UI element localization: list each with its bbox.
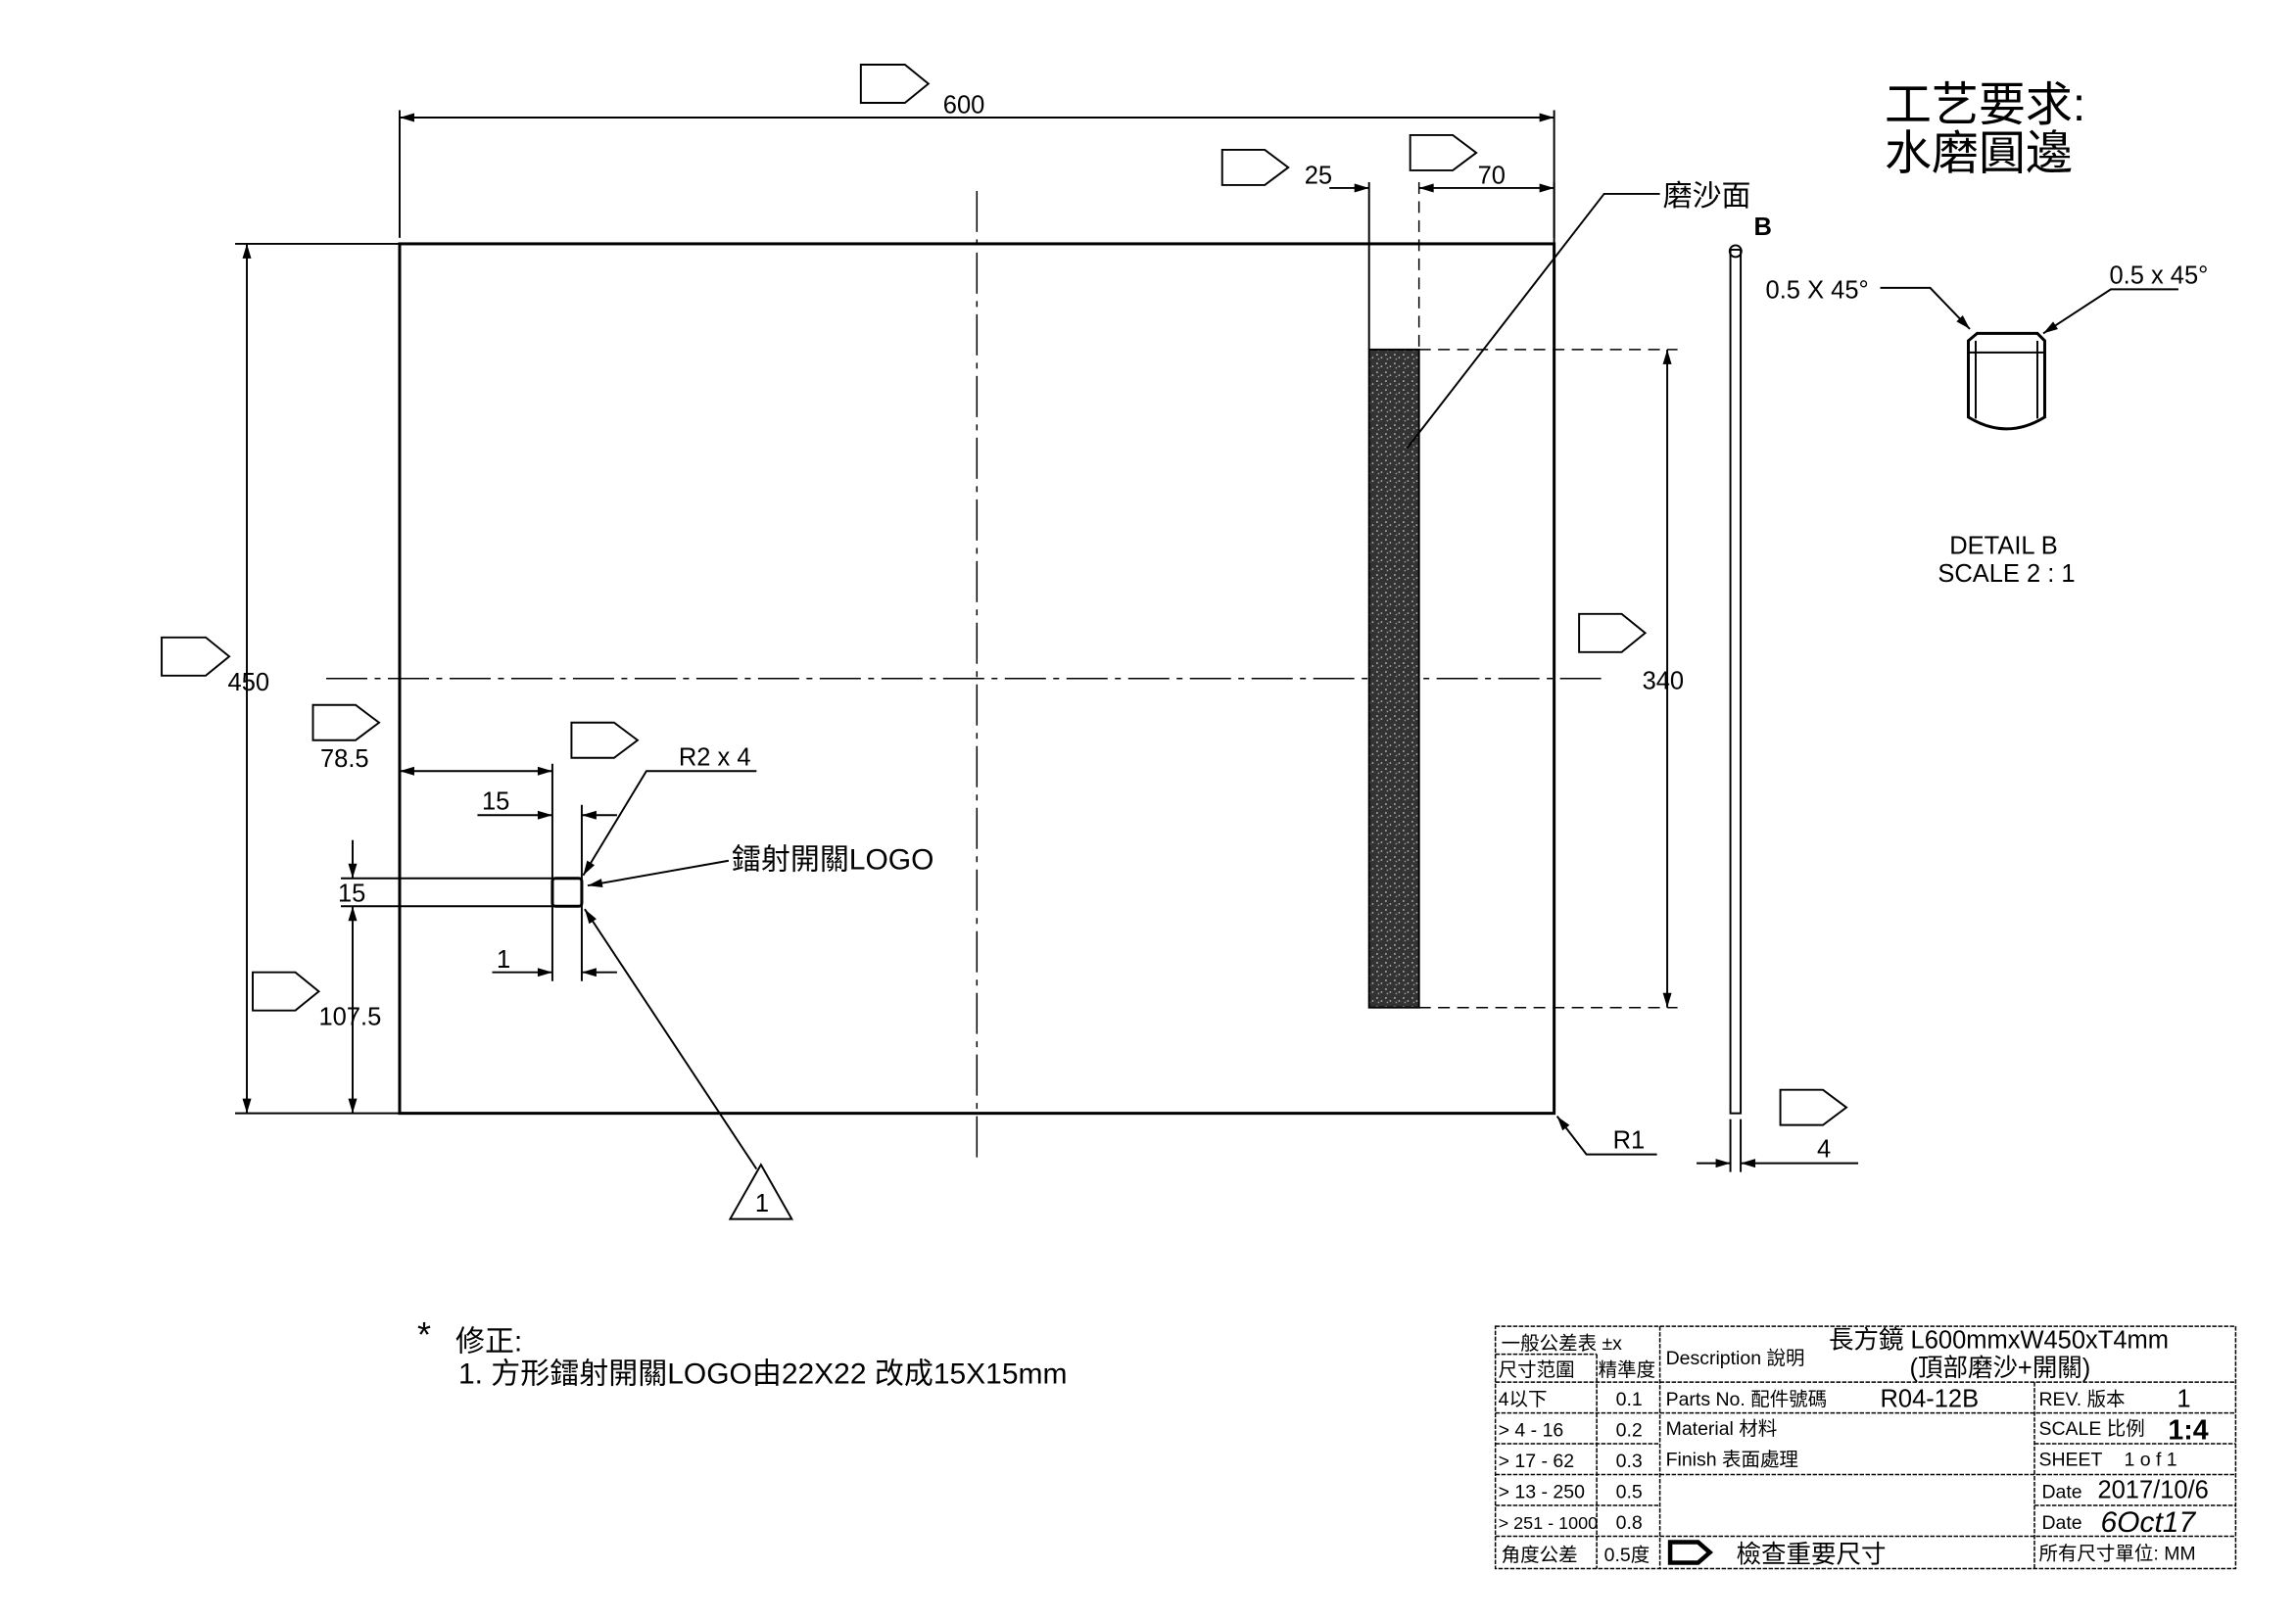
inspect-flag-icon (311, 703, 381, 741)
inspect-flag-icon (1667, 1540, 1713, 1565)
revision-triangle-icon (728, 1163, 794, 1220)
sheet-label: SHEET (2038, 1450, 2102, 1471)
dim-strip-offsets: 25 70 (1220, 133, 1555, 350)
rev-label: REV. 版本 (2038, 1389, 2125, 1410)
date2-handwritten-value: 6Oct17 (2100, 1506, 2196, 1539)
dim-25-label: 25 (1305, 162, 1332, 189)
parts-label: Parts No. 配件號碼 (1666, 1389, 1828, 1410)
tolerance-value: 0.3 (1616, 1451, 1643, 1472)
dim-70-label: 70 (1478, 162, 1506, 189)
inspect-flag-icon (1779, 1088, 1848, 1126)
chamfer-left-label: 0.5 X 45° (1766, 276, 1869, 304)
dim-height: 450 (161, 242, 400, 1115)
process-item: 水磨圓邊 (1885, 127, 2073, 179)
laser-logo-label: 鐳射開關LOGO (732, 844, 934, 877)
detail-b: 0.5 X 45° 0.5 x 45° DETAIL B SCALE 2 : 1 (1766, 262, 2209, 587)
dim-logo-width-label: 15 (482, 787, 509, 815)
chamfer-right-label: 0.5 x 45° (2109, 262, 2208, 289)
corner-radius-label: R1 (1613, 1127, 1646, 1155)
check-label: 檢查重要尺寸 (1737, 1542, 1887, 1569)
laser-logo-square (550, 877, 584, 908)
sanded-surface-callout: 磨沙面 (1406, 180, 1751, 449)
tolerance-title: 一般公差表 ±x (1502, 1333, 1623, 1355)
tolerance-value: 0.1 (1616, 1389, 1643, 1410)
sanded-strip (1367, 348, 1420, 1009)
tolerance-value: 0.2 (1616, 1420, 1643, 1442)
notes-item: 1. 方形鐳射開關LOGO由22X22 改成15X15mm (458, 1358, 1068, 1391)
rev-value: 1 (2176, 1386, 2190, 1413)
description-line2: (頂部磨沙+開關) (1910, 1355, 2091, 1382)
inspect-flag-icon (1220, 148, 1290, 186)
inspect-flag-icon (1409, 133, 1478, 171)
notes-heading: 修正: (455, 1326, 522, 1358)
angle-tolerance-label: 角度公差 (1502, 1545, 1578, 1566)
dim-height-label: 450 (228, 669, 270, 696)
process-title: 工艺要求: (1885, 79, 2085, 131)
tolerance-range: > 13 - 250 (1499, 1482, 1585, 1503)
inspect-flag-icon (1578, 612, 1648, 653)
description-line1: 長方鏡 L600mmxW450xT4mm (1829, 1327, 2169, 1355)
detail-title: DETAIL B (1949, 532, 2057, 559)
inspect-flag-icon (570, 721, 640, 759)
dim-width-label: 600 (943, 91, 985, 119)
dim-logo-gap-label: 1 (497, 946, 510, 974)
side-view: B 4 (1697, 214, 1859, 1172)
precision-header: 精準度 (1599, 1359, 1655, 1381)
sanded-surface-label: 磨沙面 (1663, 180, 1751, 213)
angle-tolerance-value: 0.5度 (1604, 1545, 1650, 1566)
revision-marker-label: 1 (755, 1190, 769, 1217)
corner-radius-callout: R1 (1555, 1116, 1657, 1156)
inspect-flag-icon (161, 636, 231, 677)
detail-marker-label: B (1754, 214, 1772, 241)
logo-dimensions: 78.5 15 15 107.5 1 R2 x 4 鐳射開關LOGO 1 (252, 703, 934, 1220)
sheet-value: 1 o f 1 (2124, 1450, 2176, 1471)
parts-value: R04-12B (1881, 1386, 1980, 1413)
tolerance-range: 4以下 (1499, 1389, 1548, 1410)
logo-radius-label: R2 x 4 (679, 743, 751, 771)
tolerance-range: > 4 - 16 (1499, 1420, 1564, 1442)
date-label: Date (2041, 1482, 2081, 1503)
units-label: 所有尺寸單位: MM (2038, 1544, 2195, 1565)
material-label: Material 材料 (1666, 1418, 1778, 1440)
dim-logo-y-label: 107.5 (319, 1004, 382, 1031)
title-block: 一般公差表 ±x 尺寸范圍 精準度 4以下 0.1 > 4 - 16 0.2 >… (1494, 1325, 2237, 1570)
tolerance-range: > 17 - 62 (1499, 1451, 1574, 1472)
inspect-flag-icon (859, 64, 931, 104)
description-label: Description 說明 (1666, 1348, 1805, 1369)
tolerance-range: > 251 - 1000 (1499, 1513, 1599, 1533)
detail-scale: SCALE 2 : 1 (1937, 560, 2075, 588)
dim-thickness-label: 4 (1817, 1136, 1831, 1164)
inspect-flag-icon (252, 971, 321, 1012)
dim-logo-x-label: 78.5 (320, 745, 369, 773)
dim-strip-length: 340 (1578, 349, 1685, 1008)
date2-label: Date (2041, 1512, 2081, 1534)
finish-label: Finish 表面處理 (1666, 1450, 1798, 1471)
scale-label: SCALE 比例 (2038, 1418, 2144, 1440)
range-header: 尺寸范圍 (1499, 1359, 1575, 1381)
scale-value: 1:4 (2168, 1415, 2208, 1447)
date-value: 2017/10/6 (2097, 1477, 2208, 1504)
dim-logo-height-label: 15 (338, 881, 365, 908)
dim-strip-length-label: 340 (1643, 667, 1685, 694)
tolerance-value: 0.5 (1616, 1482, 1643, 1503)
asterisk-icon: * (417, 1314, 431, 1355)
tolerance-value: 0.8 (1616, 1512, 1643, 1534)
